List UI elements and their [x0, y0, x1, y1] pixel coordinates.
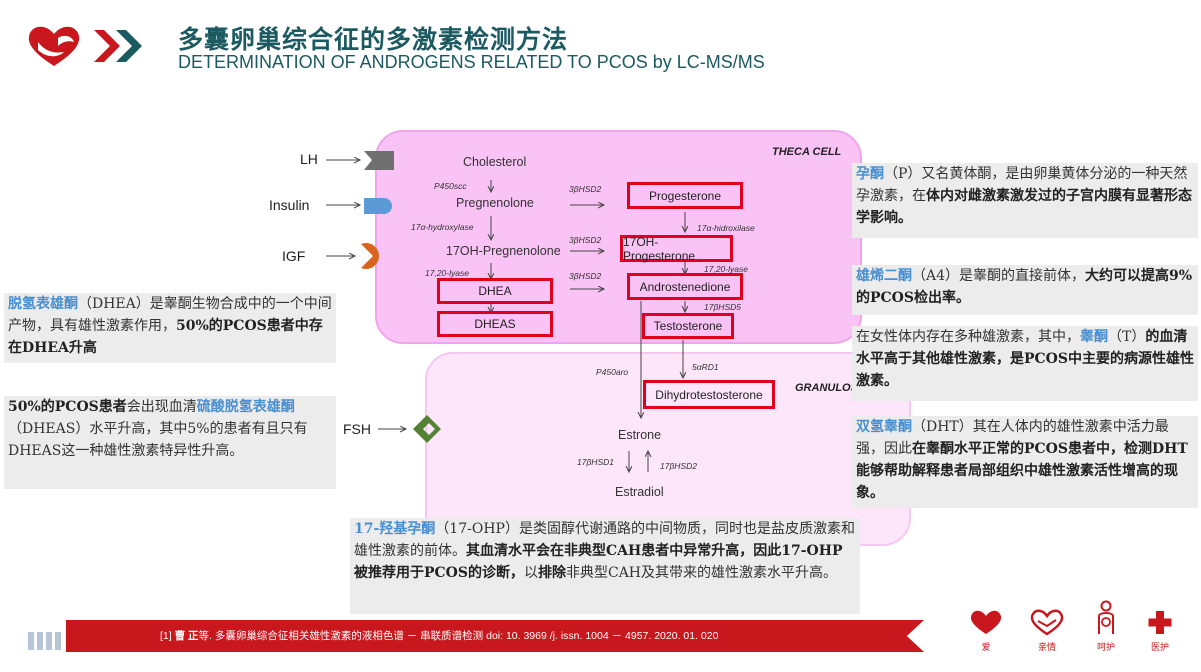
note-dheas-text1: 会出现血清: [126, 399, 197, 415]
note-progesterone-bold: 体内对雌激素激发过的子宫内膜有显著形态学影响。: [856, 188, 1192, 226]
note-dht-bold: 在睾酮水平正常的PCOS患者中，检测DHT能够帮助解释患者局部组织中雄性激素活性…: [856, 441, 1188, 501]
logo: [24, 20, 164, 72]
note-dhea-bold: 50%的PCOS患者中存在DHEA升高: [8, 318, 323, 356]
footer-reference: [1] 曹 正等. 多囊卵巢综合征相关雄性激素的液相色谱 － 串联质谱检测 do…: [160, 628, 718, 643]
heart-icon: [970, 610, 1002, 634]
enzyme-3bhsd2-2: 3βHSD2: [569, 235, 602, 245]
footer-bars-icon: [28, 632, 62, 650]
note-testosterone-text2: （T）: [1108, 329, 1146, 345]
note-dhea: 脱氢表雄酮（DHEA）是睾酮生物合成中的一个中间产物，具有雄性激素作用，50%的…: [4, 293, 336, 363]
note-androstenedione-bold: 大约可以提高9%的PCOS检出率。: [856, 268, 1193, 306]
igf-receptor-icon: [361, 243, 379, 269]
page-title-cn: 多囊卵巢综合征的多激素检测方法: [178, 25, 569, 54]
note-androstenedione: 雄烯二酮（A4）是睾酮的直接前体，大约可以提高9%的PCOS检出率。: [852, 265, 1198, 315]
dht-box: Dihydrotestosterone: [643, 380, 775, 409]
testosterone-box: Testosterone: [642, 313, 734, 339]
footer-icon-medical-label: 医护: [1150, 643, 1169, 653]
note-17ohp-text1: （17-OHP）是类固醇代谢通路的中间物质，同时也是盐皮质激素和雄性激素的前体。: [354, 521, 855, 559]
note-androstenedione-text: （A4）是睾酮的直接前体，: [912, 268, 1086, 284]
dhea-box: DHEA: [437, 278, 553, 304]
note-testosterone-highlight: 睾酮: [1080, 329, 1108, 345]
note-progesterone-highlight: 孕酮: [856, 166, 884, 182]
igf-label: IGF: [282, 248, 306, 264]
note-17ohp: 17-羟基孕酮（17-OHP）是类固醇代谢通路的中间物质，同时也是盐皮质激素和雄…: [350, 518, 860, 614]
insulin-receptor-icon: [364, 198, 392, 214]
enzyme-5ard1: 5αRD1: [692, 362, 719, 372]
note-progesterone-text: （P）又名黄体酮，是由卵巢黄体分泌的一种天然孕激素，在: [856, 166, 1188, 204]
enzyme-p450aro: P450aro: [596, 367, 629, 377]
note-testosterone-text1: 在女性体内存在多种雄激素，其中，: [856, 329, 1080, 345]
note-dhea-text: （DHEA）是睾酮生物合成中的一个中间产物，具有雄性激素作用，: [8, 296, 332, 334]
oh-progesterone-box: 17OH-Progesterone: [620, 235, 733, 263]
note-testosterone-bold: 的血清水平高于其他雄性激素，是PCOS中主要的病源性雄性激素。: [856, 329, 1194, 389]
progesterone-box: Progesterone: [627, 182, 743, 209]
fsh-label: FSH: [343, 421, 371, 437]
enzyme-p450scc: P450scc: [434, 181, 467, 191]
estradiol-label: Estradiol: [615, 485, 664, 499]
note-17ohp-bold2: 排除: [537, 565, 566, 581]
oh-pregnenolone-label: 17OH-Pregnenolone: [446, 244, 561, 258]
enzyme-17a-hidroxilase: 17α-hidroxilase: [697, 223, 755, 233]
note-17ohp-text3: 非典型CAH及其带来的雄性激素水平升高。: [565, 565, 838, 581]
estrone-label: Estrone: [618, 428, 662, 442]
enzyme-17bhsd1: 17βHSD1: [577, 457, 614, 467]
mother-child-icon: [1098, 600, 1114, 634]
enzyme-17a-hydroxylase: 17α-hydroxylase: [411, 222, 474, 232]
enzyme-17bhsd5: 17βHSD5: [704, 302, 741, 312]
footer-ref-text: 等. 多囊卵巢综合征相关雄性激素的液相色谱 － 串联质谱检测 doi: 10. …: [198, 630, 719, 642]
androstenedione-box: Androstenedione: [627, 273, 743, 300]
heart-hands-icon: [1030, 609, 1064, 636]
note-17ohp-text2: 以: [523, 565, 538, 581]
insulin-label: Insulin: [269, 197, 310, 213]
enzyme-17-20-lyase-a: 17,20-lyase: [425, 268, 469, 278]
footer-ref-author: 曹 正: [174, 630, 199, 642]
footer-icon-love-label: 爱: [981, 643, 991, 653]
note-testosterone: 在女性体内存在多种雄激素，其中，睾酮（T）的血清水平高于其他雄性激素，是PCOS…: [852, 326, 1198, 401]
enzyme-3bhsd2-3: 3βHSD2: [569, 271, 602, 281]
granulosa-cell-label: GRANULOS: [795, 382, 858, 394]
footer-icon-care: 呵护: [1086, 600, 1126, 653]
fsh-receptor-icon: [413, 415, 441, 443]
lh-label: LH: [300, 151, 318, 167]
lh-receptor-icon: [364, 151, 394, 170]
enzyme-17-20-lyase-b: 17,20-lyase: [704, 264, 748, 274]
theca-cell-label: THECA CELL: [772, 146, 842, 158]
theca-cell: [375, 130, 862, 344]
footer-icon-medical: 医护: [1140, 608, 1180, 653]
note-androstenedione-highlight: 雄烯二酮: [856, 268, 912, 284]
footer-icon-love: 爱: [966, 608, 1006, 653]
footer-icon-family: 亲情: [1027, 608, 1067, 653]
footer-icon-family-label: 亲情: [1037, 643, 1056, 653]
note-dht-highlight: 双氢睾酮: [856, 419, 912, 435]
medical-cross-icon: [1148, 611, 1172, 634]
note-progesterone: 孕酮（P）又名黄体酮，是由卵巢黄体分泌的一种天然孕激素，在体内对雌激素激发过的子…: [852, 163, 1198, 238]
heart-hands-logo-icon: [28, 26, 142, 66]
note-dheas-bold: 50%的PCOS患者: [8, 399, 127, 415]
pregnenolone-label: Pregnenolone: [456, 196, 534, 210]
note-dht: 双氢睾酮（DHT）其在人体内的雄性激素中活力最强，因此在睾酮水平正常的PCOS患…: [852, 416, 1198, 508]
enzyme-3bhsd2-1: 3βHSD2: [569, 184, 602, 194]
cholesterol-label: Cholesterol: [463, 155, 527, 169]
footer-bar: [66, 620, 924, 652]
note-17ohp-bold1: 其血清水平会在非典型CAH患者中异常升高，因此17-OHP被推荐用于PCOS的诊…: [354, 543, 843, 581]
note-17ohp-highlight: 17-羟基孕酮: [354, 521, 436, 537]
note-dheas-text2: （DHEAS）水平升高，其中5%的患者有且只有DHEAS这一种雄性激素特异性升高…: [8, 421, 308, 459]
footer-ref-prefix: [1]: [160, 630, 175, 642]
enzyme-17bhsd2: 17βHSD2: [660, 461, 697, 471]
page-title-en: DETERMINATION OF ANDROGENS RELATED TO PC…: [178, 52, 765, 72]
note-dhea-highlight: 脱氢表雄酮: [8, 296, 78, 312]
dheas-box: DHEAS: [437, 311, 553, 337]
note-dht-text: （DHT）其在人体内的雄性激素中活力最强，因此: [856, 419, 1169, 457]
note-dheas: 50%的PCOS患者会出现血清硫酸脱氢表雄酮 （DHEAS）水平升高，其中5%的患…: [4, 396, 336, 489]
footer-icon-care-label: 呵护: [1096, 643, 1115, 653]
note-dheas-highlight: 硫酸脱氢表雄酮: [196, 399, 295, 415]
